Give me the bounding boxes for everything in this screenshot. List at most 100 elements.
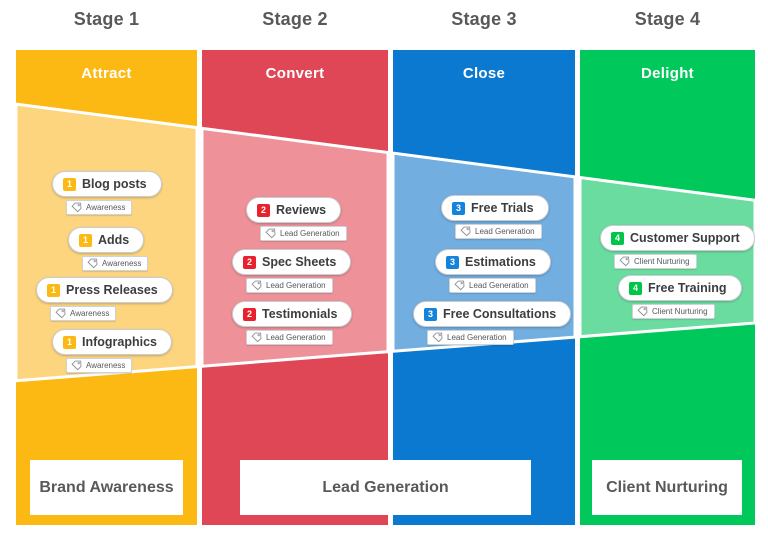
item-tag-chip[interactable]: Awareness [50,306,117,321]
item-tag-label: Awareness [86,361,126,370]
tag-icon [454,280,465,291]
item-tag-row: Lead Generation [232,275,351,296]
item-tag-chip[interactable]: Lead Generation [246,330,333,345]
item-pill[interactable]: 3 Free Trials [441,195,549,221]
item-pill[interactable]: 2 Testimonials [232,301,353,327]
stage-band-1[interactable]: Attract [16,50,197,96]
item-tag-chip[interactable]: Client Nurturing [632,304,715,319]
item-stage-badge: 3 [424,307,437,321]
item-tag-chip[interactable]: Lead Generation [427,330,514,345]
item-label: Testimonials [262,307,338,321]
item-pill[interactable]: 1 Press Releases [36,277,173,303]
item-tag-row: Awareness [68,253,149,274]
item-tag-chip[interactable]: Awareness [66,200,133,215]
item-stage-badge: 3 [452,201,465,215]
item-stage-badge: 3 [446,255,459,269]
item-tag-row: Awareness [36,303,173,324]
stage-band-2[interactable]: Convert [202,50,388,96]
item-pill[interactable]: 1 Adds [68,227,145,253]
item-tag-label: Awareness [86,203,126,212]
stage-band-3[interactable]: Close [393,50,575,96]
item-stage-badge: 2 [243,255,256,269]
item-tag-chip[interactable]: Awareness [66,358,133,373]
item-tag-chip[interactable]: Lead Generation [449,278,536,293]
item-pill[interactable]: 2 Spec Sheets [232,249,352,275]
item-tag-label: Lead Generation [475,227,535,236]
tag-icon [55,308,66,319]
item-label: Free Trials [471,201,534,215]
item-stage-badge: 1 [79,233,92,247]
item-stage-badge: 1 [63,177,76,191]
item-tag-chip[interactable]: Lead Generation [455,224,542,239]
item-label: Press Releases [66,283,158,297]
tag-icon [87,258,98,269]
item-tag-chip[interactable]: Lead Generation [260,226,347,241]
item-label: Free Training [648,281,727,295]
tag-icon [637,306,648,317]
item-stage-badge: 2 [257,203,270,217]
item-tag-label: Client Nurturing [652,307,708,316]
outcome-box-2[interactable]: Lead Generation [240,460,531,515]
item-tag-row: Lead Generation [435,275,551,296]
item-stage-badge: 2 [243,307,256,321]
item-label: Adds [98,233,130,247]
outcome-box-1[interactable]: Brand Awareness [30,460,183,515]
item-tag-label: Lead Generation [266,281,326,290]
stage-title-4: Stage 4 [634,8,701,29]
item-tag-chip[interactable]: Awareness [82,256,149,271]
item-label: Customer Support [630,231,740,245]
stage-title-1: Stage 1 [73,8,140,29]
item-tag-chip[interactable]: Client Nurturing [614,254,697,269]
stage-band-4[interactable]: Delight [580,50,755,96]
item-pill[interactable]: 4 Free Training [618,275,742,301]
tag-icon [265,228,276,239]
stage-title-3: Stage 3 [451,8,517,29]
item-tag-row: Client Nurturing [618,301,742,322]
item-label: Spec Sheets [262,255,337,269]
item-pill[interactable]: 1 Blog posts [52,171,162,197]
item-tag-row: Awareness [52,197,162,218]
outcome-box-3[interactable]: Client Nurturing [592,460,742,515]
item-tag-row: Lead Generation [441,221,549,242]
item-tag-label: Lead Generation [266,333,326,342]
tag-icon [619,256,630,267]
item-tag-row: Lead Generation [246,223,347,244]
item-pill[interactable]: 3 Free Consultations [413,301,572,327]
item-pill[interactable]: 2 Reviews [246,197,342,223]
item-stage-badge: 4 [629,281,642,295]
item-label: Reviews [276,203,327,217]
item-stage-badge: 1 [47,283,60,297]
item-tag-row: Client Nurturing [600,251,755,272]
tag-icon [251,332,262,343]
item-label: Blog posts [82,177,147,191]
item-label: Free Consultations [443,307,557,321]
item-tag-chip[interactable]: Lead Generation [246,278,333,293]
item-tag-row: Awareness [52,355,172,376]
item-stage-badge: 4 [611,231,624,245]
item-pill[interactable]: 4 Customer Support [600,225,755,251]
item-tag-label: Lead Generation [469,281,529,290]
item-tag-label: Lead Generation [447,333,507,342]
